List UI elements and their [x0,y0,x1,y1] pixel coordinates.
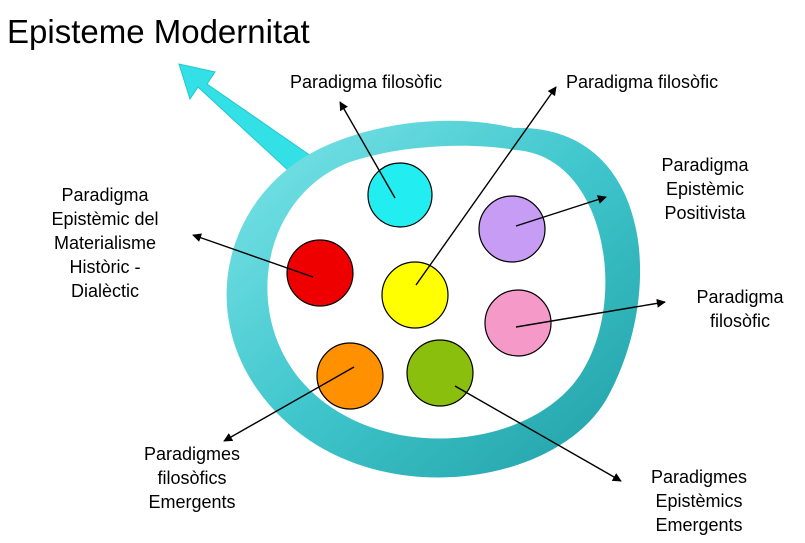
label-left: Paradigma Epistèmic del Materialisme His… [30,183,180,303]
circle-yellow [382,262,448,328]
circle-red [287,240,353,306]
circle-orange [317,343,383,409]
arrow-to-top-right [416,87,556,285]
circle-cyan [368,163,432,227]
label-top-center: Paradigma filosòfic [290,70,442,94]
circle-green [407,340,473,406]
label-top-right: Paradigma filosòfic [566,70,718,94]
label-right-upper: Paradigma Epistèmic Positivista [640,153,770,225]
label-right-middle: Paradigma filosòfic [680,285,800,333]
circle-violet [479,196,545,262]
label-bottom-right: Paradigmes Epistèmics Emergents [624,465,774,537]
label-bottom-left: Paradigmes filosòfics Emergents [122,442,262,514]
